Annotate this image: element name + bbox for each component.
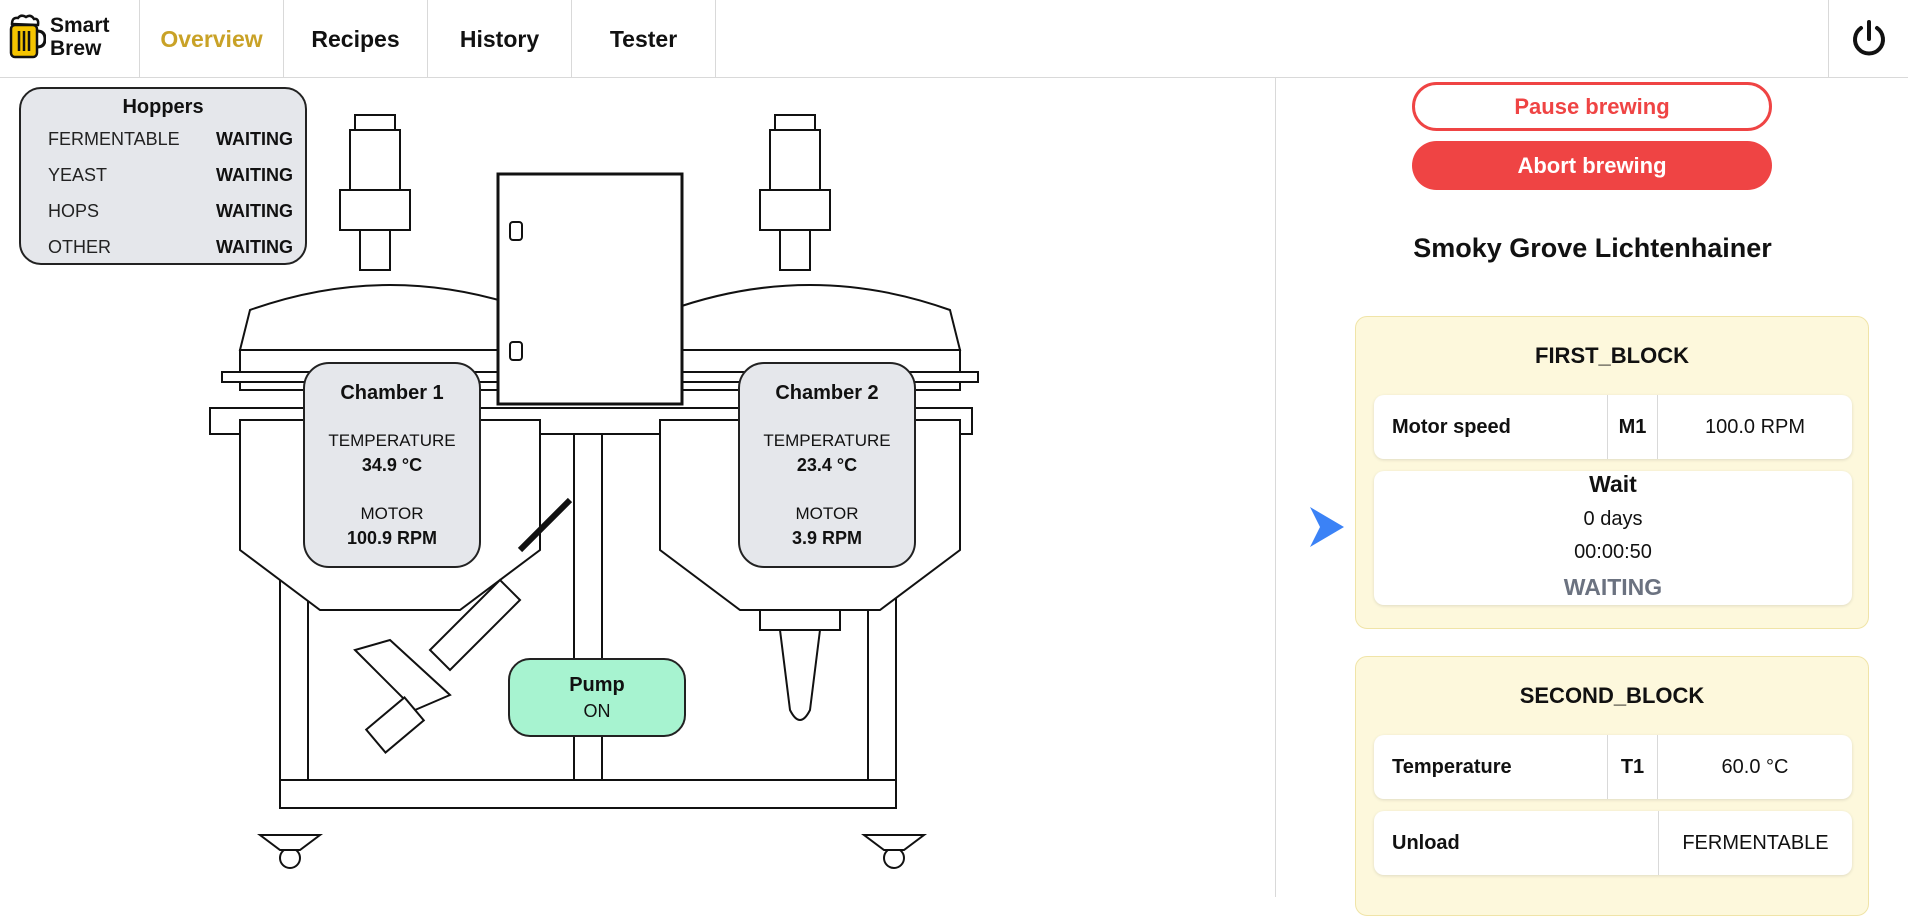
hopper-name: FERMENTABLE [48,129,180,149]
step-motor-speed: Motor speed M1 100.0 RPM [1374,395,1852,459]
tab-recipes[interactable]: Recipes [284,0,428,78]
chamber-temperature-label: TEMPERATURE [328,431,456,450]
hopper-status: WAITING [216,165,293,185]
pump-title: Pump [569,674,625,696]
tab-history[interactable]: History [428,0,572,78]
hopper-status: WAITING [216,129,293,149]
wait-status: WAITING [1563,574,1663,600]
abort-brewing-button[interactable]: Abort brewing [1412,141,1772,190]
chamber-motor-value: 3.9 RPM [791,528,863,548]
chamber-temperature-value: 34.9 °C [361,455,423,475]
step-label: Motor speed [1374,395,1608,459]
chamber-1-card: Chamber 1 TEMPERATURE 34.9 °C MOTOR 100.… [303,362,481,568]
hopper-row: HOPS WAITING [48,201,293,222]
chamber-temperature-label: TEMPERATURE [763,431,891,450]
hopper-status: WAITING [216,237,293,257]
brand-name: Smart Brew [50,14,110,60]
pump-state: ON [583,701,611,721]
wait-days: 0 days [1583,508,1643,530]
step-value: 100.0 RPM [1704,415,1806,438]
chamber-motor-label: MOTOR [795,504,859,523]
brand[interactable]: Smart Brew [0,0,140,78]
hopper-row: FERMENTABLE WAITING [48,129,293,150]
current-step-arrow-icon [1310,507,1344,547]
power-icon [1852,20,1885,56]
step-unload: Unload FERMENTABLE [1374,811,1852,875]
hopper-name: YEAST [48,165,108,185]
hoppers-title: Hoppers [122,96,204,118]
pump-card: Pump ON [508,658,686,737]
hopper-status: WAITING [216,201,293,221]
tab-tester[interactable]: Tester [572,0,716,78]
tab-overview[interactable]: Overview [140,0,284,78]
step-label: Temperature [1374,735,1608,799]
step-wait: Wait 0 days 00:00:50 WAITING [1374,471,1852,605]
chamber-temperature-value: 23.4 °C [796,455,858,475]
recipe-progress-panel: Pause brewing Abort brewing Smoky Grove … [1275,78,1908,916]
step-code: T1 [1608,735,1658,799]
step-code: M1 [1608,395,1658,459]
top-navigation: Smart Brew Overview Recipes History Test… [0,0,1908,78]
chamber-title: Chamber 2 [775,382,879,404]
pause-brewing-button[interactable]: Pause brewing [1412,82,1772,131]
chamber-motor-label: MOTOR [360,504,424,523]
hopper-row: YEAST WAITING [48,165,293,186]
step-value: FERMENTABLE [1682,831,1829,854]
block-title: FIRST_BLOCK [1535,343,1689,368]
step-value: 60.0 °C [1721,755,1789,778]
wait-title: Wait [1589,471,1637,497]
hopper-name: HOPS [48,201,100,221]
hopper-name: OTHER [48,237,111,257]
recipe-block: FIRST_BLOCK Motor speed M1 100.0 RPM Wai… [1355,316,1869,629]
recipe-name: Smoky Grove Lichtenhainer [1413,233,1772,263]
step-label: Unload [1374,811,1659,875]
block-title: SECOND_BLOCK [1519,683,1705,708]
beer-mug-icon [9,14,46,59]
chamber-title: Chamber 1 [340,382,444,404]
recipe-block: SECOND_BLOCK Temperature T1 60.0 °C Unlo… [1355,656,1869,916]
step-temperature: Temperature T1 60.0 °C [1374,735,1852,799]
hopper-row: OTHER WAITING [48,237,293,258]
hoppers-panel: Hoppers FERMENTABLE WAITING YEAST WAITIN… [19,87,307,265]
chamber-motor-value: 100.9 RPM [346,528,438,548]
wait-time: 00:00:50 [1574,541,1652,563]
power-button[interactable] [1828,0,1908,78]
chamber-2-card: Chamber 2 TEMPERATURE 23.4 °C MOTOR 3.9 … [738,362,916,568]
